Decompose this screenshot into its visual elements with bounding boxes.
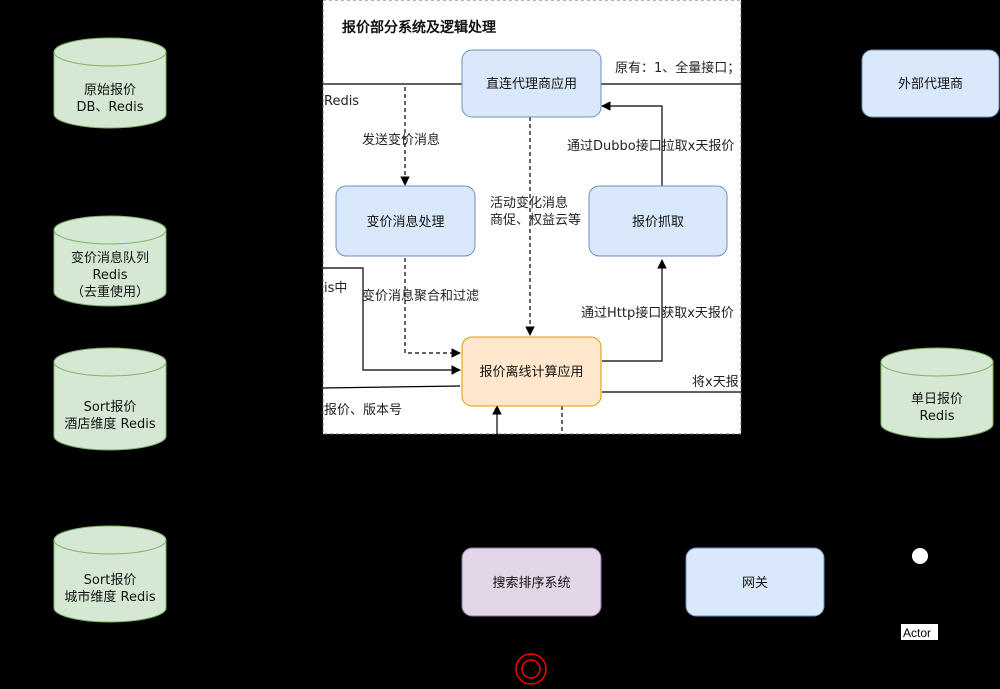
edge-label-redis: Redis <box>324 94 359 109</box>
edge-label-price-version: 报价、版本号 <box>324 403 402 418</box>
edge-label-dubbo-fetch: 通过Dubbo接口拉取x天报价 <box>567 138 734 154</box>
edge-queue-in <box>323 267 461 375</box>
edge-label-existing: 原有：1、全量接口； <box>615 60 740 76</box>
edge-label-activity-change-2: 商促、权益云等 <box>490 212 581 228</box>
box-direct-agent-app-label: 直连代理商应用 <box>486 76 577 92</box>
edge-aggregate-filter <box>404 258 461 358</box>
box-price-fetch[interactable] <box>588 185 728 257</box>
box-direct-agent-app[interactable] <box>461 49 602 118</box>
edge-dubbo-fetch <box>601 101 663 186</box>
cylinder-sort-city-line1: Sort报价 <box>84 573 137 588</box>
edge-label-http-fetch: 通过Http接口获取x天报价 <box>581 305 734 321</box>
cylinder-daily-price-line1: 单日报价 <box>911 392 963 407</box>
cylinder-sort-city-line2: 城市维度 Redis <box>64 589 155 605</box>
edge-label-activity-change-1: 活动变化消息 <box>490 195 568 211</box>
box-price-fetch-label: 报价抓取 <box>632 215 684 230</box>
box-offline-calc-app[interactable] <box>461 336 602 407</box>
cylinder-raw-price-line2: DB、Redis <box>76 100 143 115</box>
cylinder-raw-price-line1: 原始报价 <box>84 83 136 98</box>
box-offline-calc-app-label: 报价离线计算应用 <box>479 364 583 380</box>
box-external-agent[interactable] <box>861 49 1000 118</box>
cylinder-raw-price[interactable]: 原始报价 DB、Redis <box>53 37 167 129</box>
group-title: 报价部分系统及逻辑处理 <box>342 19 496 36</box>
box-gateway-label: 网关 <box>742 576 768 591</box>
box-price-change-handler-label: 变价消息处理 <box>366 214 444 230</box>
edge-http-fetch <box>602 259 667 362</box>
edge-label-aggregate-filter: 变价消息聚合和过滤 <box>362 288 479 304</box>
cylinder-daily-price[interactable]: 单日报价 Redis <box>880 347 994 439</box>
actor-label-bg <box>901 624 938 640</box>
edge-label-queue-in: is中 <box>324 281 347 296</box>
edge-label-push-x-days: 将x天报 <box>692 375 739 390</box>
cylinder-sort-hotel-line2: 酒店维度 Redis <box>64 416 155 432</box>
box-gateway[interactable] <box>685 547 825 617</box>
box-external-agent-label: 外部代理商 <box>898 77 963 92</box>
edge-label-send-change-msg: 发送变价消息 <box>362 132 440 148</box>
cylinder-sort-city[interactable]: Sort报价 城市维度 Redis <box>53 525 167 623</box>
box-price-change-handler[interactable] <box>335 185 476 257</box>
cylinder-price-change-queue-line3: （去重使用） <box>71 284 149 300</box>
end-node-icon <box>515 653 547 685</box>
edge-price-version <box>322 385 461 389</box>
cylinder-daily-price-line2: Redis <box>919 409 954 424</box>
cylinder-price-change-queue[interactable]: 变价消息队列 Redis （去重使用） <box>53 215 167 307</box>
actor-label: Actor <box>903 626 931 640</box>
cylinder-price-change-queue-line2: Redis <box>92 268 127 283</box>
start-node-icon <box>912 548 928 564</box>
box-search-sort[interactable] <box>461 547 602 617</box>
cylinder-price-change-queue-line1: 变价消息队列 <box>71 250 149 266</box>
cylinder-sort-hotel[interactable]: Sort报价 酒店维度 Redis <box>53 347 167 451</box>
box-search-sort-label: 搜索排序系统 <box>492 576 570 591</box>
cylinder-sort-hotel-line1: Sort报价 <box>84 400 137 415</box>
